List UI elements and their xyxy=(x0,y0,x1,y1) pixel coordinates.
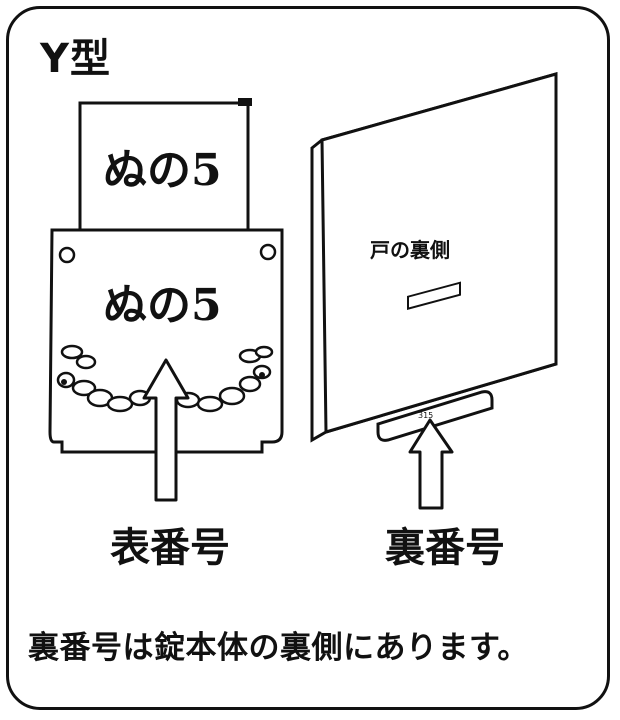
door-back-label: 戸の裏側 xyxy=(370,238,450,262)
back-number-mark: 315 xyxy=(418,411,433,420)
lower-logo-image: ぬの5 xyxy=(103,280,222,331)
front-number-arrow xyxy=(142,358,190,502)
upper-tag-card xyxy=(78,101,250,253)
tag-notch xyxy=(238,98,252,106)
diagram-title: Y型 xyxy=(40,36,111,82)
svg-text:ぬの5: ぬの5 xyxy=(103,280,222,331)
back-number-label: 裏番号 xyxy=(385,525,505,571)
plate-screw-left xyxy=(58,246,76,264)
lock-body-underside: 315 xyxy=(376,281,494,442)
front-number-label: 表番号 xyxy=(110,525,230,571)
back-number-arrow xyxy=(408,418,454,510)
footnote-text: 裏番号は錠本体の裏側にあります。 xyxy=(28,630,529,666)
svg-text:ぬの5: ぬの5 xyxy=(103,145,222,196)
plate-screw-right xyxy=(259,243,277,261)
outer-frame xyxy=(6,6,610,710)
upper-logo-image: ぬの5 xyxy=(103,145,222,196)
door-panel xyxy=(310,72,558,443)
